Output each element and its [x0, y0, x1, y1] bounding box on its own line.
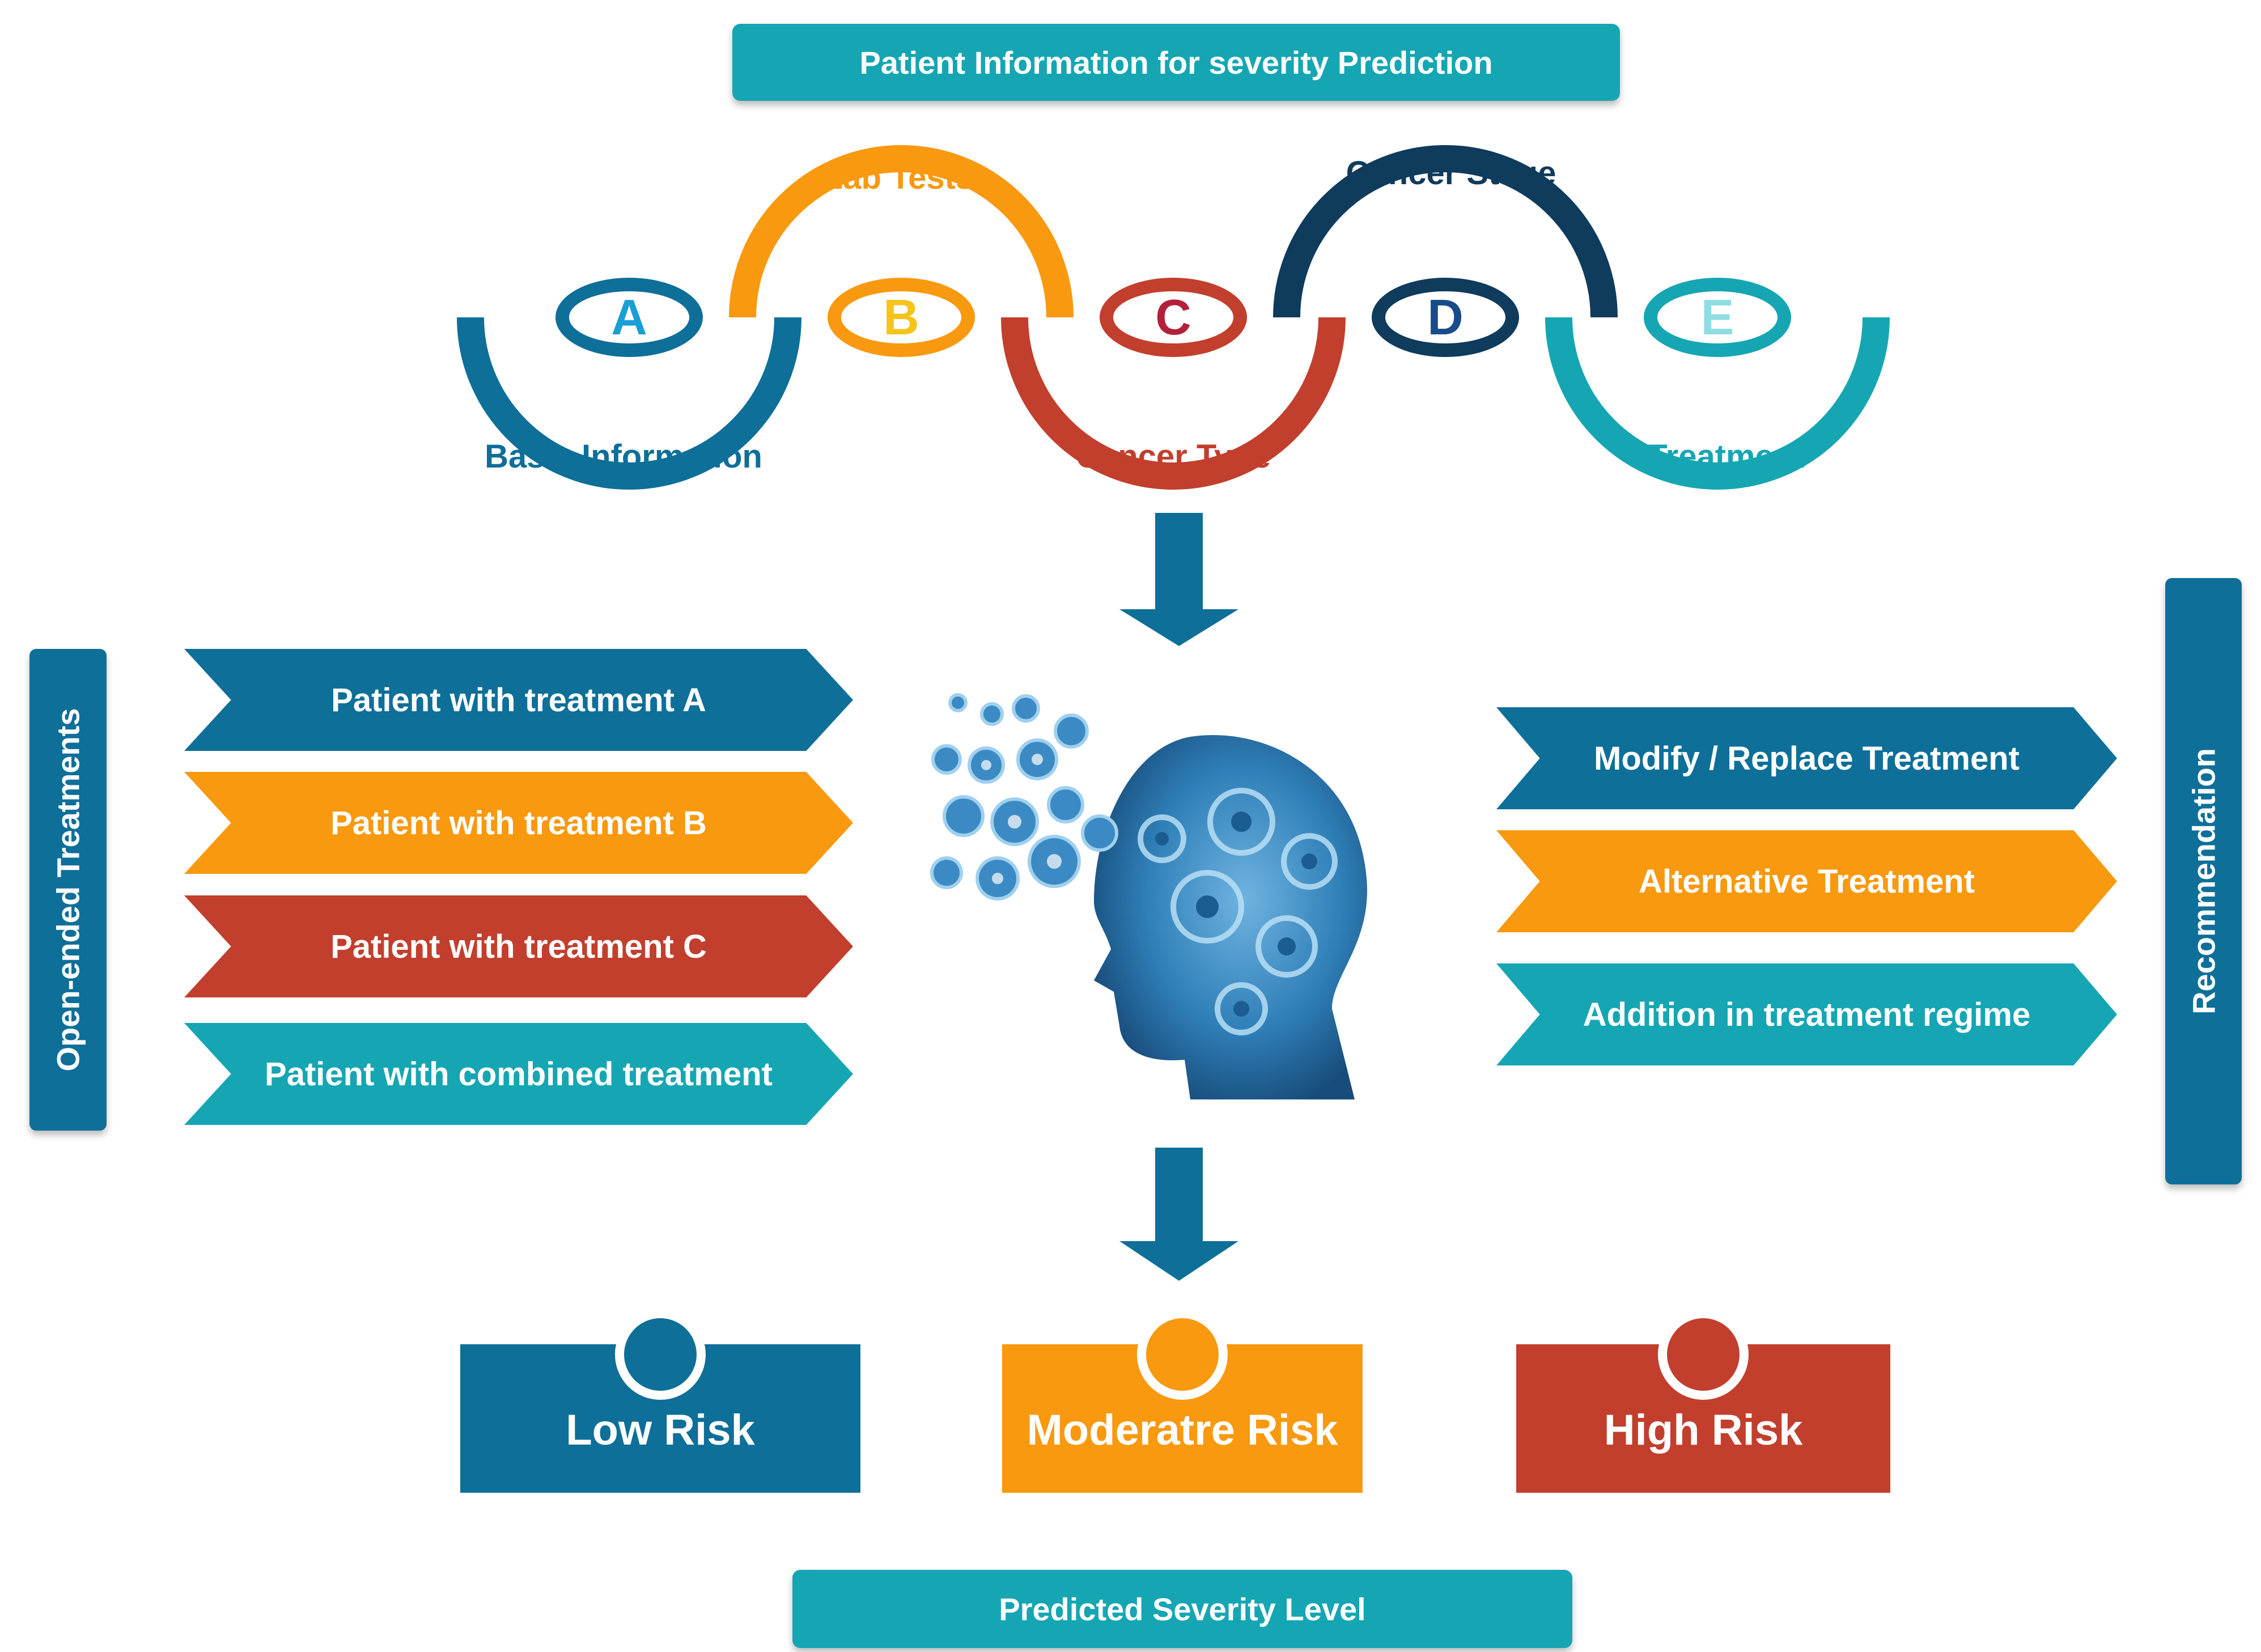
treatment-c-chevron: Patient with treatment C	[184, 895, 853, 997]
open-ended-treatments-bar: Open-ended Treatments	[29, 649, 107, 1131]
treatment-a-label: Patient with treatment A	[331, 681, 706, 719]
letter-c: C	[1155, 289, 1191, 345]
addition-regime-label: Addition in treatment regime	[1583, 996, 2031, 1033]
label-basic-information: Basic Information	[485, 438, 762, 475]
open-ended-treatments-title: Open-ended Treatments	[50, 708, 86, 1072]
combined-treatment-chevron: Patient with combined treatment	[184, 1023, 853, 1125]
letter-a: A	[611, 289, 647, 345]
predicted-severity-title: Predicted Severity Level	[999, 1591, 1366, 1627]
wave-segment-treatment	[1545, 317, 1890, 490]
combined-treatment-label: Patient with combined treatment	[265, 1055, 773, 1093]
patient-information-banner: Patient Information for severity Predict…	[732, 24, 1620, 101]
wave-segment-lab-tests	[729, 145, 1074, 318]
low-risk-label: Low Risk	[566, 1405, 755, 1454]
predicted-severity-banner: Predicted Severity Level	[792, 1570, 1572, 1648]
high-risk-dot	[1658, 1309, 1749, 1400]
modify-replace-label: Modify / Replace Treatment	[1594, 740, 2020, 777]
circle-d: D	[1372, 278, 1519, 357]
addition-regime-chevron: Addition in treatment regime	[1496, 963, 2117, 1065]
modify-replace-chevron: Modify / Replace Treatment	[1496, 707, 2117, 809]
wave-segment-basic-information	[457, 317, 801, 490]
circle-a: A	[555, 278, 703, 357]
patient-information-title: Patient Information for severity Predict…	[859, 44, 1493, 80]
high-risk-box: High Risk	[1516, 1344, 1890, 1493]
low-risk-dot	[615, 1309, 706, 1400]
circle-b: B	[828, 278, 975, 357]
down-arrow-to-model	[1119, 513, 1238, 646]
moderate-risk-dot	[1137, 1309, 1228, 1400]
recommendation-bar: Recommendation	[2165, 578, 2242, 1184]
label-lab-tests: Lab Tests	[822, 159, 974, 196]
wave-segment-cancer-type	[1001, 317, 1346, 490]
recommendation-title: Recommendation	[2186, 748, 2221, 1014]
high-risk-label: High Risk	[1604, 1405, 1803, 1454]
down-arrow-to-risk	[1119, 1148, 1238, 1281]
moderate-risk-label: Moderatre Risk	[1026, 1405, 1338, 1454]
treatment-c-label: Patient with treatment C	[330, 928, 707, 965]
treatment-b-label: Patient with treatment B	[330, 804, 707, 842]
circle-e: E	[1644, 278, 1791, 357]
label-cancer-stage: Cancer Stage	[1346, 155, 1556, 192]
head-gears-icon	[930, 693, 1367, 1099]
label-treatment: Treatment	[1647, 438, 1805, 475]
circle-c: C	[1100, 278, 1247, 357]
label-cancer-type: Cancer Type	[1076, 438, 1271, 475]
treatment-a-chevron: Patient with treatment A	[184, 649, 853, 751]
alternative-treatment-chevron: Alternative Treatment	[1496, 830, 2117, 932]
treatment-b-chevron: Patient with treatment B	[184, 772, 853, 874]
wave-segment-cancer-stage	[1273, 145, 1618, 318]
letter-b: B	[883, 289, 919, 345]
letter-d: D	[1427, 289, 1464, 345]
letter-e: E	[1700, 289, 1734, 345]
alternative-treatment-label: Alternative Treatment	[1638, 863, 1975, 900]
